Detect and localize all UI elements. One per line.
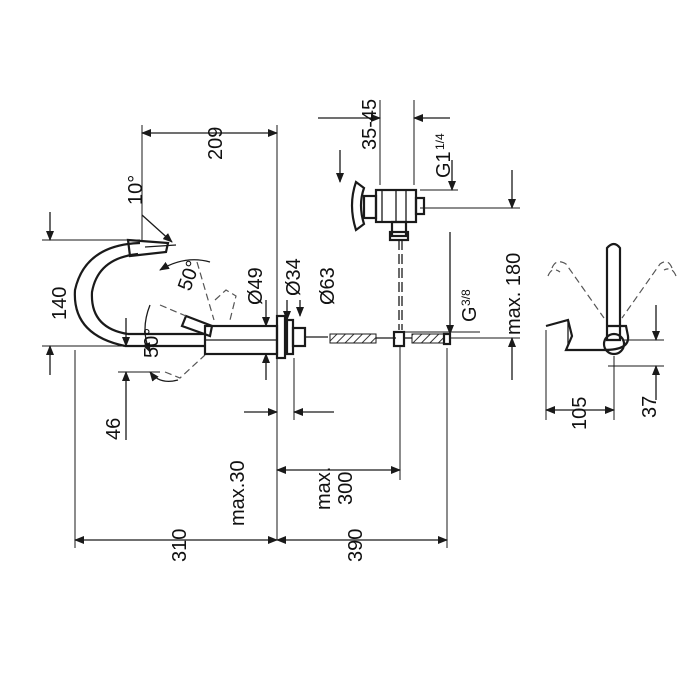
label-50deg-top: 50° [174,258,205,294]
label-max300-line1: max. [313,467,335,510]
label-max300-line2: 300 [335,472,357,505]
label-390: 390 [345,529,367,562]
label-dia49: Ø49 [245,267,267,305]
front-lever [605,242,622,342]
label-105: 105 [569,397,591,430]
label-50deg-side: 50° [141,328,163,358]
front-pivot [602,332,626,356]
spout-outline-outer [73,241,141,348]
label-max180: max. 180 [503,253,525,335]
label-46: 46 [103,418,125,440]
label-10deg: 10° [125,175,147,205]
label-dia63: Ø63 [317,267,339,305]
supply-hose-1 [329,333,377,344]
label-g1-fraction: 1/4 [433,133,447,150]
label-140: 140 [49,287,71,320]
dimension-lines [42,114,664,548]
label-g-fraction: 3/8 [459,289,473,306]
label-209: 209 [205,127,227,160]
lever-ghost-up [214,289,237,321]
label-310: 310 [169,529,191,562]
label-37: 37 [639,396,661,418]
faucet-front-view [545,242,677,356]
label-g: G [459,306,481,322]
front-body [545,318,630,352]
spout-outline-inner [90,252,139,336]
lever-ghost-down [164,354,206,379]
valve-rosette [350,180,366,232]
spout-tip [126,238,170,258]
label-max30: max.30 [227,460,249,526]
mount-flange-1 [275,314,287,360]
dimension-labels: 209 10° 50° 50° 140 46 Ø49 Ø34 Ø63 35-45… [49,99,661,562]
mount-nut [291,326,307,348]
lever-handle [180,314,214,338]
label-35-45: 35-45 [359,99,381,150]
supply-hose-2 [411,333,445,344]
label-dia34: Ø34 [283,258,305,296]
label-g1: G1 [433,151,455,178]
